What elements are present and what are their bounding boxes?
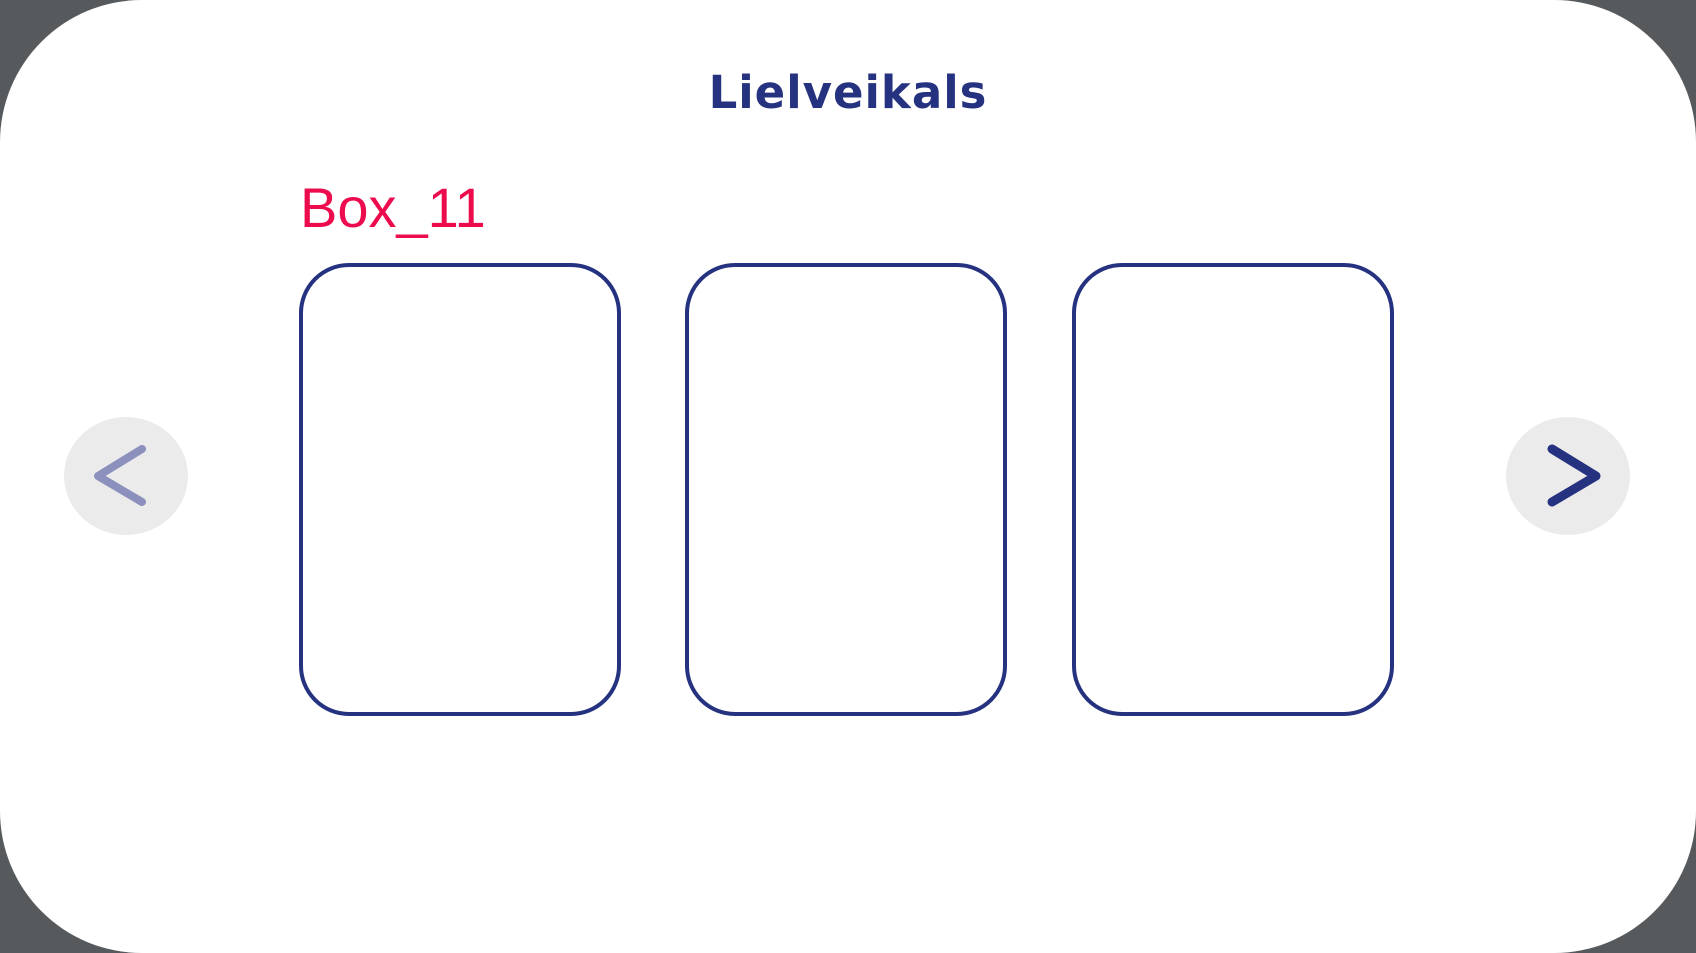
chevron-right-icon [1547,444,1601,507]
next-button[interactable] [1506,417,1630,535]
carousel-card[interactable] [299,263,621,716]
chevron-left-icon [94,445,146,506]
prev-button[interactable] [64,417,188,535]
carousel-card[interactable] [685,263,1007,716]
box-label: Box_11 [300,176,486,239]
page-title: Lielveikals [708,66,988,119]
carousel-card[interactable] [1072,263,1394,716]
